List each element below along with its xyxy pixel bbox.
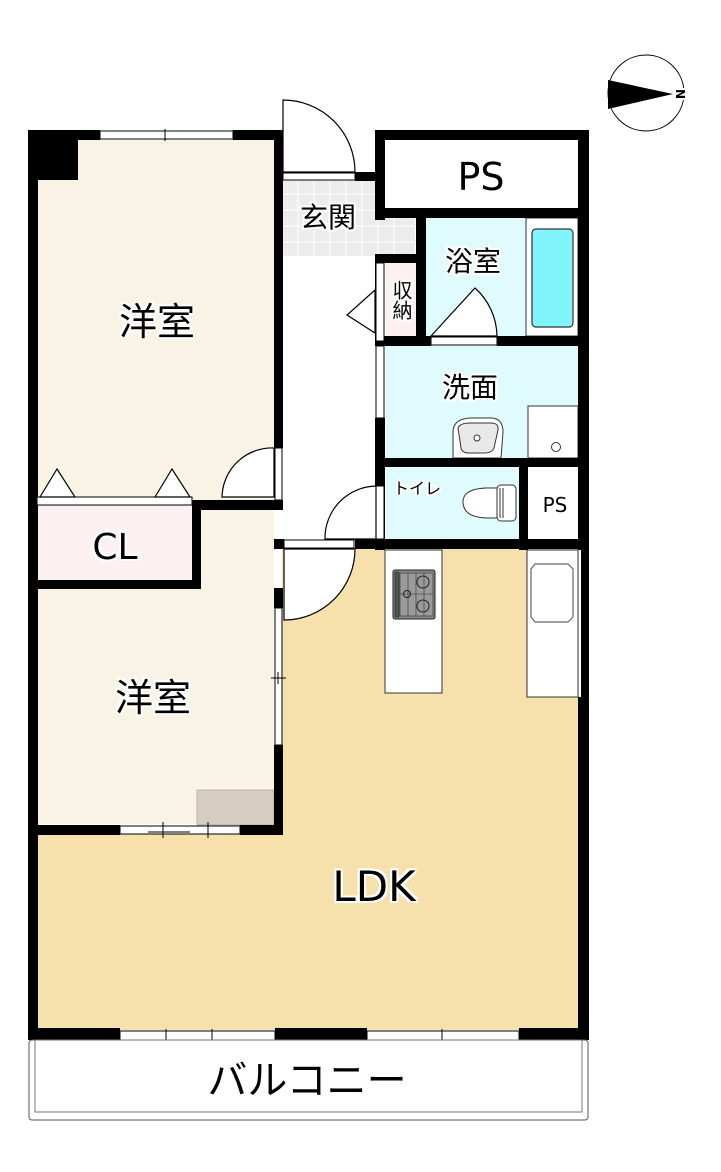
pipe-space-small-label: PS: [542, 493, 568, 517]
door-toilet: [324, 485, 377, 540]
pipe-space-top-label: PS: [457, 155, 505, 199]
western-room-2-label: 洋室: [114, 676, 192, 720]
kitchen-sink-icon: [530, 563, 574, 623]
walls: [28, 130, 589, 1040]
front-door: [282, 99, 356, 173]
balcony-label: バルコニー: [207, 1058, 407, 1104]
drain-icon: [551, 442, 561, 452]
storage-label: 収納: [389, 280, 413, 320]
bathtub: [531, 228, 574, 328]
storage-floor: [386, 262, 416, 337]
closet-floor: [37, 505, 192, 580]
window-western-room-2: [119, 825, 241, 835]
window-ldk-2: [366, 1030, 520, 1041]
ldk-lower-floor: [37, 833, 578, 1030]
window-ldk-1: [119, 1030, 276, 1041]
washroom-label: 洗面: [441, 371, 499, 404]
stove-icon: [392, 569, 436, 620]
entrance-label: 玄関: [299, 201, 357, 234]
pipe-space-small-floor: [528, 467, 578, 539]
north-arrow-icon: [607, 54, 685, 132]
compass-north-label: N: [673, 88, 687, 100]
pipe-space-top-floor: [385, 140, 578, 208]
toilet-icon: [462, 487, 506, 519]
door-bath: [429, 287, 498, 337]
bathroom-label: 浴室: [444, 245, 502, 278]
western-room-1-floor: [37, 140, 274, 505]
closet-door-2: [153, 467, 192, 498]
window-western-room-1: [99, 130, 234, 140]
door-ldk: [283, 548, 356, 621]
shelf: [196, 789, 275, 826]
western-room-2-upper-floor: [200, 510, 274, 590]
closet-door-1: [38, 467, 77, 498]
closet-label: CL: [92, 527, 138, 568]
door-western-room-1: [221, 447, 275, 498]
toilet-label: トイレ: [392, 479, 442, 498]
western-room-2-floor: [37, 588, 274, 824]
storage-door: [346, 288, 376, 335]
western-room-1-label: 洋室: [118, 300, 196, 344]
ldk-label: LDK: [332, 862, 416, 911]
